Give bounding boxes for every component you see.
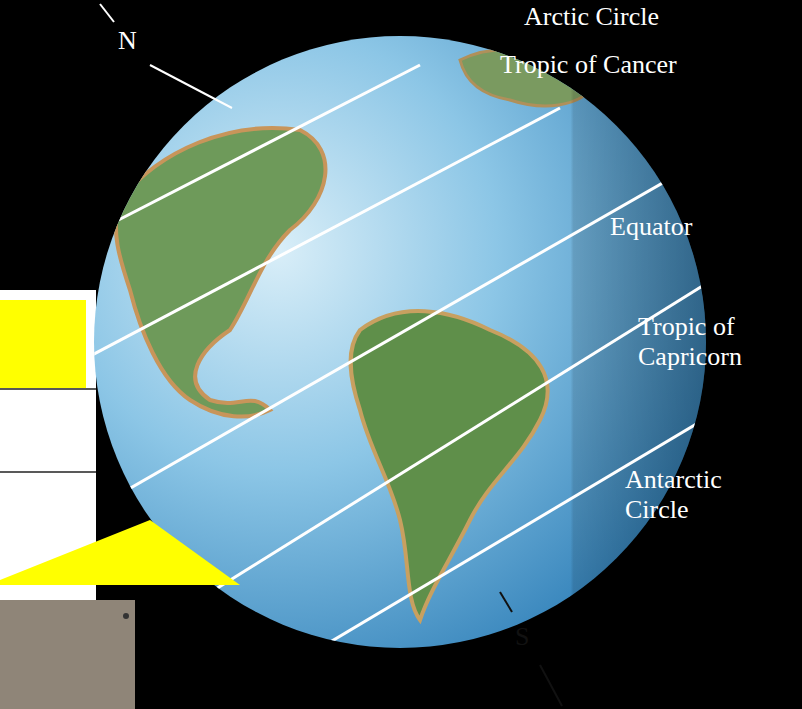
latitude-label: Equator: [610, 212, 692, 242]
yellow-box: [0, 300, 86, 388]
axis-line: [100, 4, 232, 108]
photo-thumbnail: [0, 600, 135, 709]
latitude-label: Arctic Circle: [524, 2, 659, 32]
latitude-label: Tropic of Cancer: [500, 50, 677, 80]
pole-label: N: [118, 26, 137, 56]
axis-line: [500, 592, 562, 706]
latitude-label: Antarctic Circle: [625, 465, 745, 525]
yellow-pointer: [0, 520, 240, 585]
latitude-label: Tropic of Capricorn: [638, 312, 788, 372]
pole-label: S: [515, 622, 529, 652]
